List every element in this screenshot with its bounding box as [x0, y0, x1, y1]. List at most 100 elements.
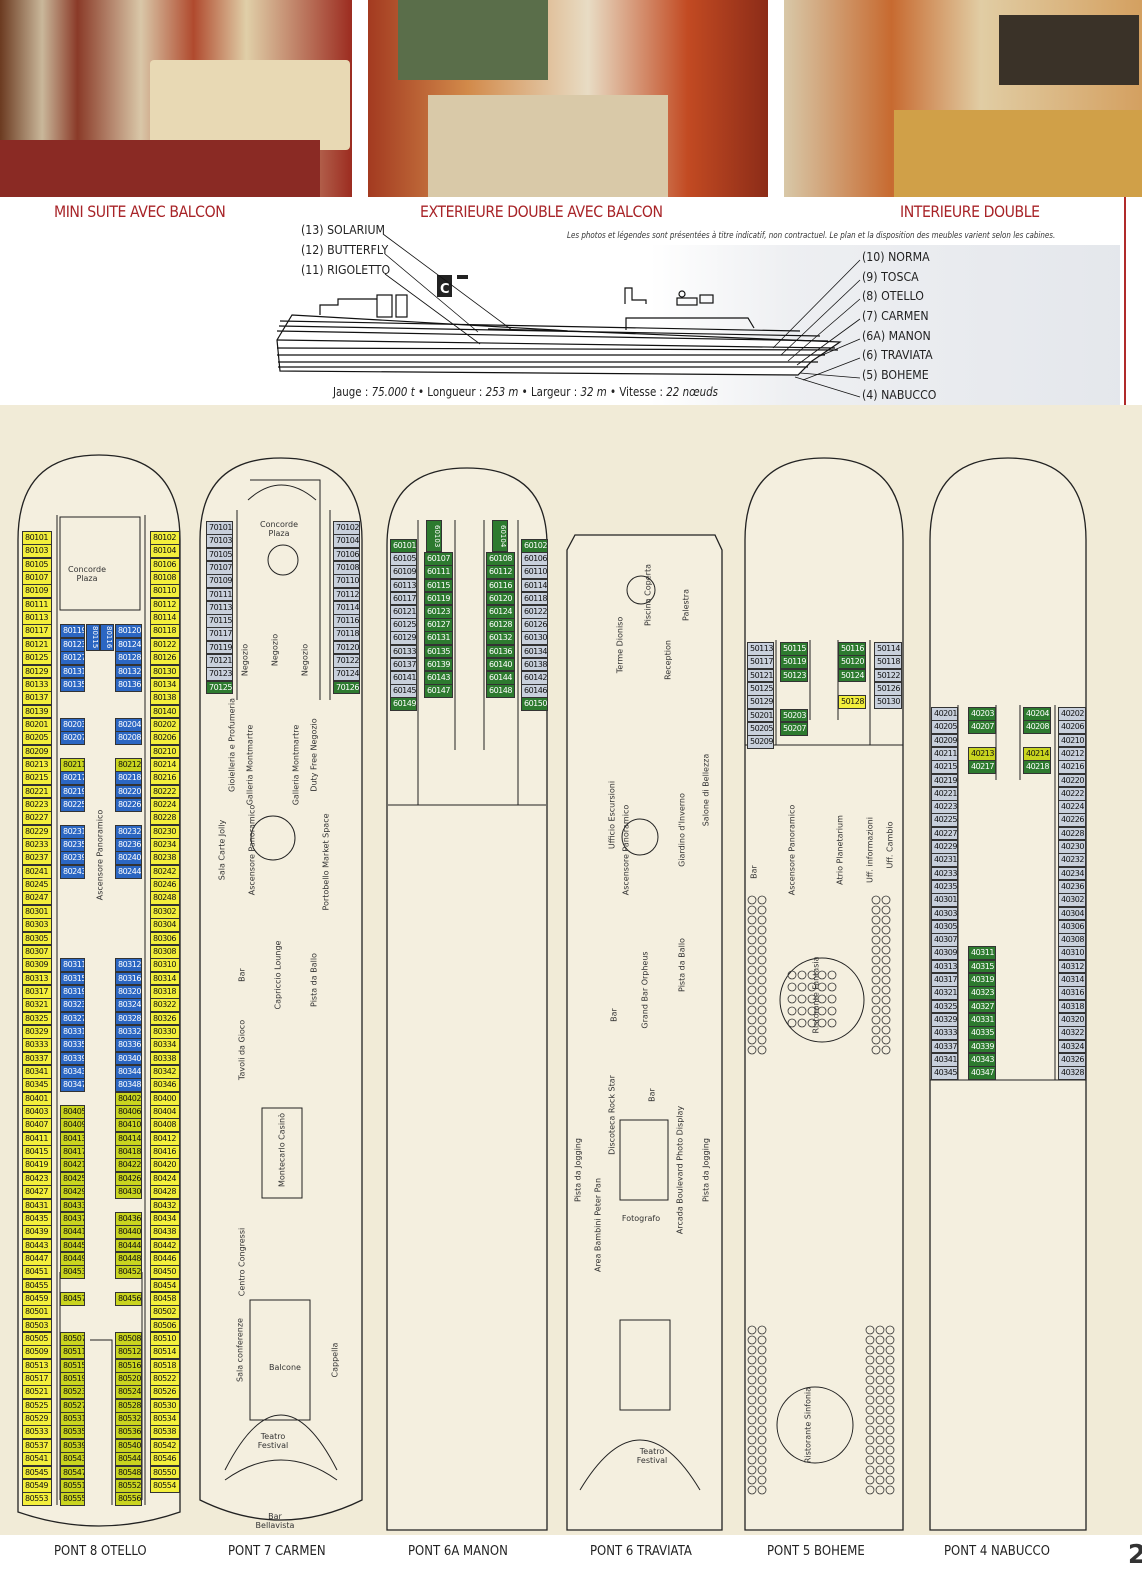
cabin-80205: 80205 [22, 731, 52, 746]
cabin-50207: 50207 [780, 721, 808, 736]
cabin-50125: 50125 [747, 681, 774, 696]
room-label: Ascensore Panoramico [787, 804, 797, 896]
spec-label: • Longueur : [414, 384, 486, 399]
cabin-70120: 70120 [333, 640, 360, 655]
room-label: Bar [237, 968, 247, 982]
restaurant-table [797, 1006, 807, 1016]
restaurant-table [881, 905, 891, 915]
cabin-80244: 80244 [115, 864, 142, 879]
cabin-40308: 40308 [1058, 933, 1086, 947]
cabin-80325: 80325 [22, 1011, 52, 1026]
cabin-80219: 80219 [60, 784, 85, 799]
cabin-80528: 80528 [115, 1398, 142, 1413]
cabin-60146: 60146 [521, 684, 548, 698]
restaurant-table [885, 1395, 895, 1405]
cabin-80215: 80215 [22, 771, 52, 786]
cabin-40234: 40234 [1058, 866, 1086, 881]
cabin-80110: 80110 [150, 584, 180, 599]
cabin-40210: 40210 [1058, 733, 1086, 748]
cabin-80453: 80453 [60, 1265, 85, 1280]
cabin-40347: 40347 [968, 1066, 996, 1080]
cabin-40343: 40343 [968, 1052, 996, 1067]
restaurant-table [875, 1455, 885, 1465]
cabin-70118: 70118 [333, 627, 360, 642]
cabin-70117: 70117 [206, 627, 233, 642]
restaurant-table [865, 1345, 875, 1355]
cabin-70110: 70110 [333, 574, 360, 588]
cabin-50114: 50114 [874, 642, 902, 656]
restaurant-table [865, 1425, 875, 1435]
cabin-80316: 80316 [115, 971, 142, 986]
ship-funnel [376, 294, 393, 318]
cabin-60140: 60140 [486, 657, 515, 672]
cabin-80332: 80332 [115, 1024, 142, 1039]
restaurant-table [807, 994, 817, 1004]
cabin-80227: 80227 [22, 811, 52, 826]
cabin-80402: 80402 [115, 1091, 142, 1106]
cabin-80408: 80408 [150, 1118, 180, 1133]
cabin-80126: 80126 [150, 651, 180, 665]
restaurant-table [871, 1035, 881, 1045]
cabin-40220: 40220 [1058, 773, 1086, 788]
cabin-80515: 80515 [60, 1358, 85, 1373]
restaurant-table [885, 1345, 895, 1355]
restaurant-table [875, 1395, 885, 1405]
cabin-80241: 80241 [22, 864, 52, 879]
cabin-80323: 80323 [60, 998, 85, 1013]
restaurant-table [827, 982, 837, 992]
room-label: Duty Free Negozio [309, 718, 319, 792]
cabin-40214: 40214 [1023, 746, 1051, 761]
cabin-80342: 80342 [150, 1065, 180, 1079]
cabin-80112: 80112 [150, 597, 180, 612]
restaurant-table [865, 1355, 875, 1365]
cabin-40317: 40317 [931, 973, 958, 987]
cabin-80321: 80321 [22, 998, 52, 1013]
cabin-70125: 70125 [206, 680, 233, 695]
restaurant-table [747, 1445, 757, 1455]
restaurant-table [757, 1325, 767, 1335]
cabin-80551: 80551 [60, 1478, 85, 1493]
cabin-60103: 60103 [426, 520, 442, 552]
cabin-40322: 40322 [1058, 1026, 1086, 1040]
cabin-80440: 80440 [115, 1225, 142, 1240]
restaurant-table [787, 1018, 797, 1028]
cabin-40227: 40227 [931, 826, 958, 841]
cabin-40318: 40318 [1058, 999, 1086, 1014]
cabin-80229: 80229 [22, 824, 52, 839]
cabin-40303: 40303 [931, 906, 958, 921]
cabin-80307: 80307 [22, 944, 52, 959]
restaurant-table [881, 925, 891, 935]
cabin-50115: 50115 [780, 642, 808, 656]
cabin-80345: 80345 [22, 1078, 52, 1093]
cabin-50117: 50117 [747, 655, 774, 670]
cabin-80212: 80212 [115, 757, 142, 772]
cabin-60147: 60147 [424, 684, 453, 698]
room-label: Reception [663, 640, 673, 680]
cabin-80105: 80105 [22, 557, 52, 572]
restaurant-table [885, 1385, 895, 1395]
cabin-40217: 40217 [968, 760, 996, 774]
cabin-70111: 70111 [206, 587, 233, 602]
cabin-80314: 80314 [150, 971, 180, 986]
cabin-80426: 80426 [115, 1171, 142, 1186]
cabin-40204: 40204 [1023, 707, 1051, 721]
cabin-80532: 80532 [115, 1412, 142, 1426]
restaurant-table [881, 945, 891, 955]
restaurant-table [747, 1355, 757, 1365]
cabin-80348: 80348 [115, 1078, 142, 1093]
cabin-80510: 80510 [150, 1332, 180, 1346]
restaurant-table [757, 1335, 767, 1345]
cabin-40211: 40211 [931, 746, 958, 761]
cabin-60105: 60105 [390, 552, 417, 566]
cabin-80456: 80456 [115, 1291, 142, 1306]
cabin-80106: 80106 [150, 557, 180, 572]
cabin-80509: 80509 [22, 1345, 52, 1360]
cabin-80303: 80303 [22, 918, 52, 932]
deck-label-7: (7) CARMEN [862, 308, 929, 323]
restaurant-table [787, 1006, 797, 1016]
room-label: Piscina Coperta [643, 564, 653, 626]
cabin-70107: 70107 [206, 560, 233, 575]
restaurant-table [747, 1045, 757, 1055]
photo-exterior-balcony [368, 0, 768, 197]
deck-title-pont-4: PONT 4 NABUCCO [944, 1544, 1050, 1559]
